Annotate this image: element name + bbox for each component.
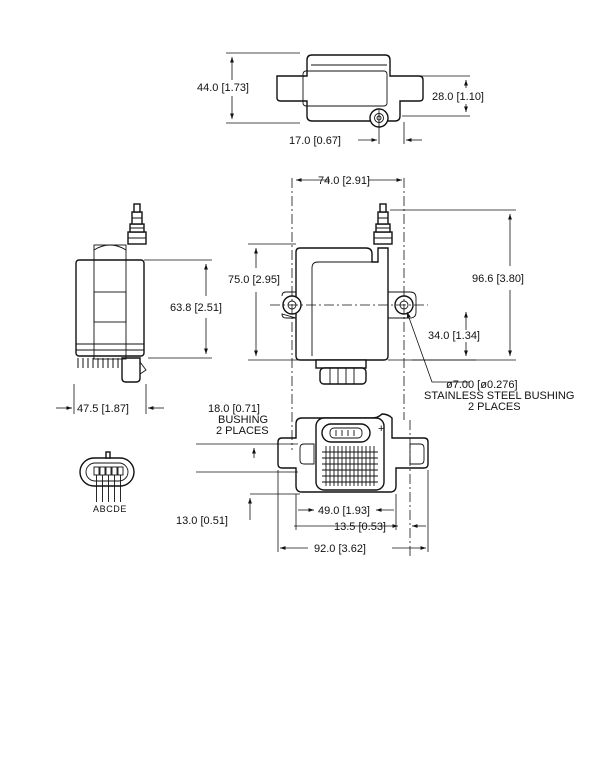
front-connector: [319, 367, 367, 385]
top-height-dim: 44.0 [1.73]: [197, 82, 249, 94]
bottom-boss-offset-dim: 13.5 [0.53]: [334, 521, 386, 533]
top-view: 44.0 [1.73] 28.0 [1.10] 17.0 [0.67]: [197, 52, 484, 147]
front-bushing-note-1: ø7.00 [ø0.276]: [446, 379, 518, 391]
front-body-height-dim: 75.0 [2.95]: [228, 274, 280, 286]
front-view: 74.0 [2.91] 75.0 [2.95] 96.6 [3.80] 34.0…: [228, 175, 574, 450]
side-view: 63.8 [2.51] 47.5 [1.87]: [56, 203, 222, 415]
side-depth-dim: 47.5 [1.87]: [77, 403, 129, 415]
bottom-connector-dim: 49.0 [1.93]: [318, 505, 370, 517]
front-bushing-note-3: 2 PLACES: [468, 401, 521, 413]
front-width-dim: 74.0 [2.91]: [318, 175, 370, 187]
pin-field: [322, 446, 378, 486]
top-offset-dim: 17.0 [0.67]: [289, 135, 341, 147]
connector-detail: ABCDE: [79, 451, 135, 514]
plus-mark: +: [378, 423, 384, 435]
bottom-bushing-note-2: BUSHING: [218, 414, 268, 426]
top-boss-dim: 28.0 [1.10]: [432, 91, 484, 103]
bottom-bushing-note-3: 2 PLACES: [216, 425, 269, 437]
bottom-bushing-note-1: 18.0 [0.71]: [208, 403, 260, 415]
front-hole-height-dim: 34.0 [1.34]: [428, 330, 480, 342]
pin-letters: ABCDE: [93, 504, 127, 514]
bottom-overall-width-dim: 92.0 [3.62]: [314, 543, 366, 555]
front-overall-height-dim: 96.6 [3.80]: [472, 273, 524, 285]
side-height-dim: 63.8 [2.51]: [170, 302, 222, 314]
side-pins: [77, 358, 119, 368]
bottom-bushing-offset-dim: 13.0 [0.51]: [176, 515, 228, 527]
bottom-view: + 18.0 [0.71] BUSHING 2 PLACES 13.0 [0.5…: [176, 403, 429, 556]
front-bushing-note-2: STAINLESS STEEL BUSHING: [424, 390, 574, 402]
